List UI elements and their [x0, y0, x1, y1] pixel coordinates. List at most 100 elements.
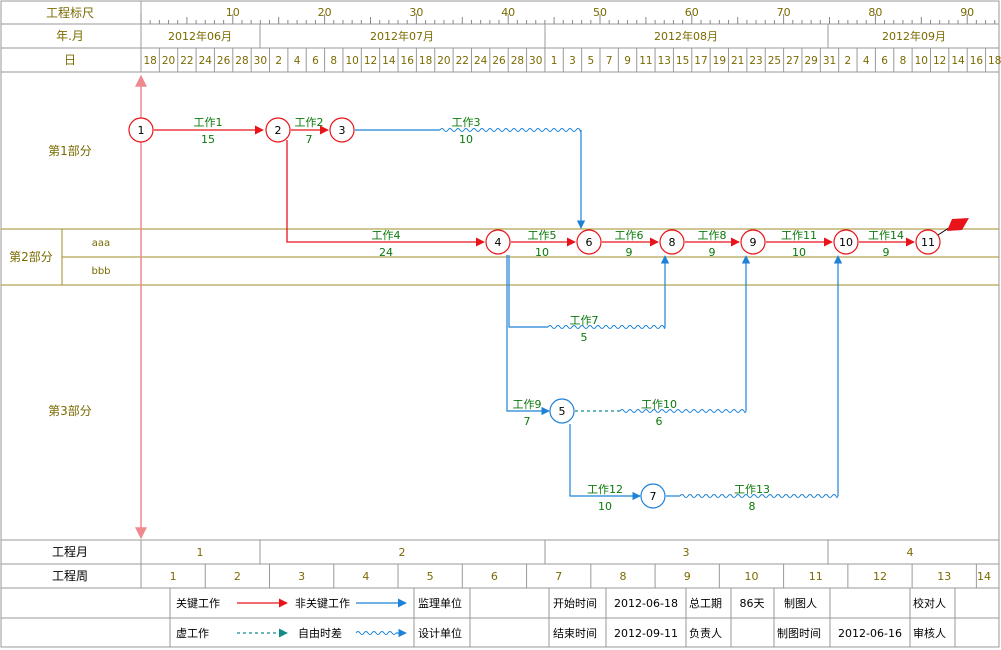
node-11[interactable]: 11	[915, 229, 941, 255]
node-9[interactable]: 9	[740, 229, 766, 255]
node-1[interactable]: 1	[128, 117, 154, 143]
designer-label: 设计单位	[418, 626, 462, 640]
activity-duration: 10	[459, 133, 473, 146]
project-week-cell: 14	[977, 570, 991, 583]
node-label: 5	[559, 405, 566, 418]
day-cell: 6	[881, 55, 888, 67]
owner-label: 负责人	[689, 626, 722, 640]
day-cell: 15	[676, 55, 689, 67]
project-week-cell: 7	[555, 570, 562, 583]
day-cell: 8	[900, 55, 907, 67]
day-cell: 30	[529, 55, 542, 67]
day-cell: 1	[551, 55, 558, 67]
project-week-cell: 12	[873, 570, 887, 583]
node-5[interactable]: 5	[549, 398, 575, 424]
activity-name: 工作2	[295, 116, 324, 129]
reviewer-label: 审核人	[913, 626, 946, 640]
legend-free-float-wave-icon	[355, 631, 397, 635]
day-cell: 11	[639, 55, 652, 67]
day-cell: 16	[970, 55, 984, 67]
month-cell: 2012年07月	[370, 29, 434, 43]
activity-name: 工作8	[698, 229, 727, 242]
month-cell: 2012年09月	[882, 29, 946, 43]
node-7[interactable]: 7	[640, 483, 666, 509]
nodes: 1 2 3 4 5 6 7 8 9 10 11	[128, 117, 941, 509]
legend-free-float-label: 自由时差	[298, 626, 342, 640]
drafter-label: 制图人	[784, 597, 817, 610]
start-time-value[interactable]: 2012-06-18	[614, 597, 678, 610]
day-cell: 16	[401, 55, 415, 67]
day-cell: 26	[492, 55, 506, 67]
node-4[interactable]: 4	[485, 229, 511, 255]
scale-tick-label: 40	[501, 6, 515, 19]
node-label: 1	[138, 124, 145, 137]
day-cell: 20	[437, 55, 450, 67]
day-cell: 3	[569, 55, 576, 67]
activity-name: 工作6	[615, 229, 644, 242]
project-week-cell: 9	[684, 570, 691, 583]
scale-tick-label: 80	[868, 6, 882, 19]
total-duration-value[interactable]: 86天	[740, 597, 765, 610]
legend-critical-label: 关键工作	[176, 596, 220, 610]
finish-flag-icon	[937, 218, 969, 236]
project-week-cell: 6	[491, 570, 498, 583]
legend-noncritical-label: 非关键工作	[295, 596, 350, 610]
project-month-cell: 2	[399, 546, 406, 559]
day-cell: 25	[768, 55, 781, 67]
day-cell: 14	[951, 55, 965, 67]
day-cell: 22	[456, 55, 469, 67]
activity-duration: 10	[535, 246, 549, 259]
project-week-cell: 4	[362, 570, 369, 583]
day-cell: 18	[419, 55, 432, 67]
legend-dummy-label: 虚工作	[176, 627, 209, 640]
node-8[interactable]: 8	[659, 229, 685, 255]
activity-name: 工作9	[513, 398, 542, 411]
scale-tick-label: 70	[777, 6, 791, 19]
end-time-value[interactable]: 2012-09-11	[614, 627, 678, 640]
node-3[interactable]: 3	[329, 117, 355, 143]
node-label: 7	[650, 490, 657, 503]
node-6[interactable]: 6	[576, 229, 602, 255]
node-label: 3	[339, 124, 346, 137]
activity-duration: 10	[792, 246, 806, 259]
day-cell: 12	[933, 55, 946, 67]
project-week-cell: 1	[170, 570, 177, 583]
node-label: 6	[586, 236, 593, 249]
activity-duration: 24	[379, 246, 393, 259]
project-month-cell: 1	[197, 546, 204, 559]
project-week-cell: 5	[427, 570, 434, 583]
draw-time-value[interactable]: 2012-06-16	[838, 627, 902, 640]
day-cell: 28	[235, 55, 248, 67]
scale-tick-label: 10	[226, 6, 240, 19]
node-2[interactable]: 2	[265, 117, 291, 143]
supervisor-label: 监理单位	[418, 596, 462, 610]
float-work10	[619, 409, 747, 413]
activity-duration: 6	[656, 415, 663, 428]
draw-time-label: 制图时间	[777, 627, 821, 640]
section-part2-aaa: aaa	[92, 238, 110, 249]
activity-name: 工作1	[194, 116, 223, 129]
day-cell: 31	[823, 55, 836, 67]
day-cell: 13	[658, 55, 671, 67]
activity-name: 工作3	[452, 116, 481, 129]
day-cell: 12	[364, 55, 377, 67]
day-cell: 29	[804, 55, 817, 67]
arrow-work7	[508, 255, 548, 328]
day-cell: 18	[143, 55, 156, 67]
activity-name: 工作10	[641, 398, 677, 411]
node-label: 4	[495, 236, 502, 249]
day-cell: 14	[382, 55, 396, 67]
project-month-cell: 4	[907, 546, 914, 559]
scale-tick-label: 20	[318, 6, 332, 19]
node-10[interactable]: 10	[833, 229, 859, 255]
arrow-work12	[569, 424, 641, 501]
day-cell: 2	[845, 55, 852, 67]
section-part2: 第2部分	[9, 249, 53, 264]
node-label: 2	[275, 124, 282, 137]
day-cell: 10	[345, 55, 358, 67]
activity-name: 工作11	[781, 229, 817, 242]
activity-name: 工作4	[372, 229, 401, 242]
activity-duration: 7	[306, 133, 313, 146]
scale-tick-label: 60	[685, 6, 699, 19]
